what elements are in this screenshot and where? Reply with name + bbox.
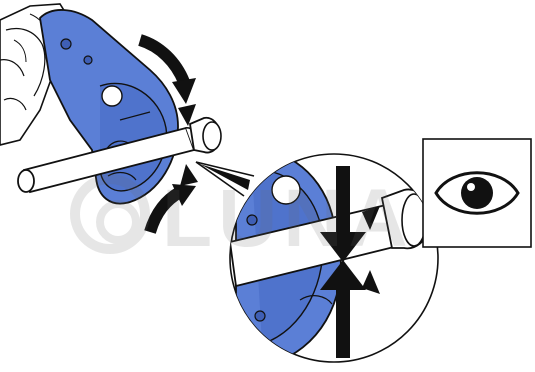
- gap-closing-arrows-small: [178, 104, 198, 186]
- eye-icon: [434, 171, 520, 215]
- magnifier-leader: [195, 161, 255, 197]
- eye-icon-box: [422, 138, 532, 248]
- magnifier-detail: [229, 153, 439, 363]
- pipe: [17, 116, 222, 194]
- rotation-arrow: [138, 34, 196, 234]
